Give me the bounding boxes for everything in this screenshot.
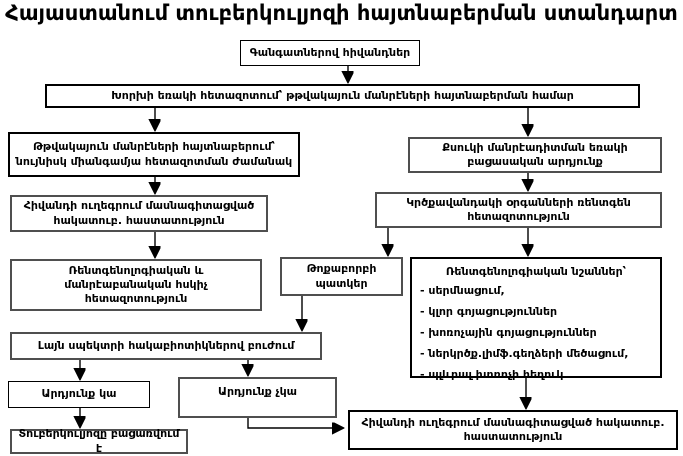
node-xray-signs: Ռենտգենոլոգիական նշաններ՝ - սերմնացում, …	[410, 257, 662, 381]
arrow-no-to-referral-bottom	[247, 418, 341, 428]
xray-signs-item: - խոռոչային գոյացություններ	[420, 326, 597, 339]
xray-signs-item: - ներկրծք.լիմֆ.գեղձերի մեծացում,	[420, 347, 629, 360]
node-patients: Գանգատներով հիվանդներ	[240, 40, 420, 66]
node-control-exam: Ռենտգենոլոգիական և մանրէաբանական հսկիչ հ…	[10, 259, 262, 311]
node-antibiotics: Լայն սպեկտրի հակաբիոտիկներով բուժում	[10, 332, 322, 360]
node-xray-exam: Կրծքավանդակի օրգանների ռենտգեն հետազոտու…	[375, 192, 662, 228]
xray-signs-title: Ռենտգենոլոգիական նշաններ՝	[445, 265, 627, 278]
node-referral-bottom: Հիվանդի ուղեգրում մասնագիտացված հակատուբ…	[348, 410, 678, 450]
xray-signs-item: - սերմնացում,	[420, 284, 505, 297]
node-result-yes: Արդյունք կա	[8, 381, 150, 408]
node-sputum-exam: Խորխի եռակի հետազոտում՝ թթվակայուն մանրէ…	[45, 84, 640, 108]
node-smear-negative: Քսուկի մանրէադիտման եռակի բացասական արդյ…	[408, 137, 662, 173]
node-result-no: Արդյունք չկա	[178, 377, 337, 418]
xray-signs-item: - կլոր գոյացություններ	[420, 305, 558, 318]
page-title: Հայաստանում տուբերկուլյոզի հայտնաբերման …	[5, 1, 678, 25]
xray-signs-item: - պլևրալ խոռոչի հեղուկ	[420, 368, 564, 381]
node-tb-excluded: Տուբերկուլյոզը բացառվում է	[10, 427, 188, 455]
node-afb-found: Թթվակայուն մանրէների հայտնաբերում՝ նույն…	[8, 132, 300, 177]
node-referral-top: Հիվանդի ուղեգրում մասնագիտացված հակատուբ…	[10, 195, 268, 232]
node-pneumonia: Թոքաբորբի պատկեր	[280, 257, 403, 296]
